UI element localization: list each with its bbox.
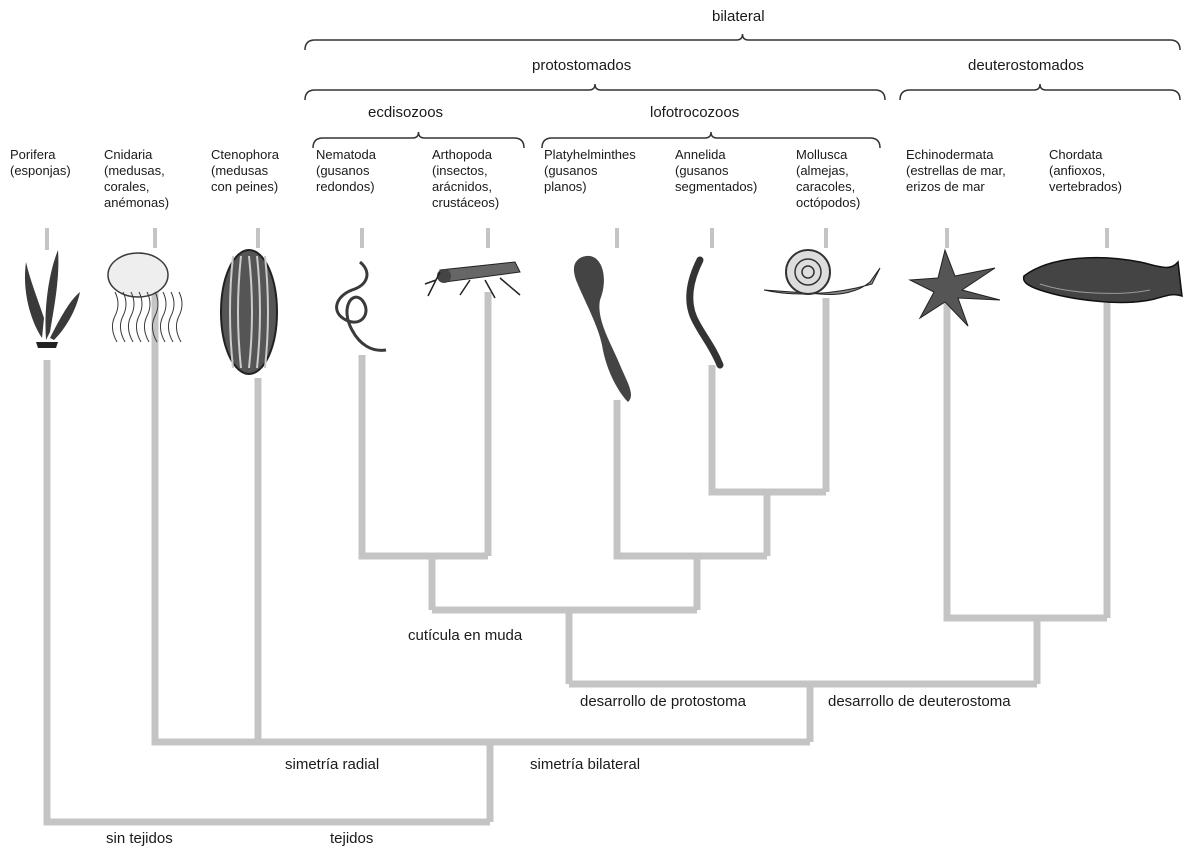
trait-label-deuterostoma: desarrollo de deuterostoma xyxy=(828,693,1011,710)
flatworm-icon xyxy=(574,256,631,402)
taxon-name: Ctenophora xyxy=(211,147,279,162)
taxon-name: Echinodermata xyxy=(906,147,993,162)
earthworm-icon xyxy=(690,260,720,365)
bracket-lofotrocozoos xyxy=(542,132,880,148)
branch-nematoda xyxy=(362,355,488,556)
branch-platyhelminthes xyxy=(617,400,767,556)
taxon-label-platyhelminthes: Platyhelminthes(gusanos planos) xyxy=(544,147,636,195)
jellyfish-tentacle xyxy=(168,292,174,342)
taxon-label-mollusca: Mollusca(almejas, caracoles, octópodos) xyxy=(796,147,860,211)
starfish-body xyxy=(910,250,1000,326)
taxon-common-name: (gusanos redondos) xyxy=(316,163,375,194)
jellyfish-tentacle xyxy=(112,292,118,342)
jellyfish-tentacle xyxy=(176,292,182,342)
taxon-common-name: (estrellas de mar, erizos de mar xyxy=(906,163,1006,194)
taxon-name: Chordata xyxy=(1049,147,1102,162)
taxon-common-name: (esponjas) xyxy=(10,163,71,178)
taxon-common-name: (gusanos planos) xyxy=(544,163,597,194)
taxon-label-ctenophora: Ctenophora(medusas con peines) xyxy=(211,147,279,195)
jellyfish-tentacle xyxy=(128,292,134,342)
bracket-protostomados xyxy=(305,84,885,100)
sponge-tube xyxy=(25,262,44,338)
jellyfish-tentacle xyxy=(136,292,142,342)
whale-icon xyxy=(1024,258,1182,303)
taxon-name: Cnidaria xyxy=(104,147,152,162)
grasshopper-head xyxy=(437,269,451,283)
taxon-common-name: (medusas con peines) xyxy=(211,163,278,194)
branch-porifera xyxy=(47,360,490,822)
group-label-bilateral: bilateral xyxy=(712,8,765,25)
group-label-ecdisozoos: ecdisozoos xyxy=(368,104,443,121)
group-label-deuterostomados: deuterostomados xyxy=(968,57,1084,74)
taxon-name: Mollusca xyxy=(796,147,847,162)
trait-label-radial: simetría radial xyxy=(285,756,379,773)
jellyfish-tentacle xyxy=(144,292,150,342)
group-label-protostomados: protostomados xyxy=(532,57,631,74)
earthworm-body xyxy=(690,260,720,365)
roundworm-icon xyxy=(337,262,386,350)
taxon-label-chordata: Chordata(anfioxos, vertebrados) xyxy=(1049,147,1122,195)
sponge-icon xyxy=(25,250,80,348)
taxon-label-nematoda: Nematoda(gusanos redondos) xyxy=(316,147,376,195)
taxon-name: Annelida xyxy=(675,147,726,162)
organism-illustrations xyxy=(25,250,1182,402)
trait-label-sin-tejidos: sin tejidos xyxy=(106,830,173,847)
jellyfish-tentacle xyxy=(120,292,126,342)
trait-label-tejidos: tejidos xyxy=(330,830,373,847)
group-label-lofotrocozoos: lofotrocozoos xyxy=(650,104,739,121)
trait-label-cuticula: cutícula en muda xyxy=(408,627,522,644)
bracket-ecdisozoos xyxy=(313,132,524,148)
snail-shell xyxy=(786,250,830,294)
jellyfish-bell xyxy=(108,253,168,297)
tree-branches xyxy=(47,228,1107,822)
taxon-label-echinodermata: Echinodermata(estrellas de mar, erizos d… xyxy=(906,147,1006,195)
whale-body xyxy=(1024,258,1182,303)
bracket-deuterostomados xyxy=(900,84,1180,100)
taxon-name: Porifera xyxy=(10,147,56,162)
taxon-label-annelida: Annelida(gusanos segmentados) xyxy=(675,147,757,195)
taxon-common-name: (insectos, arácnidos, crustáceos) xyxy=(432,163,499,210)
branch-annelida xyxy=(712,365,826,492)
taxon-common-name: (anfioxos, vertebrados) xyxy=(1049,163,1122,194)
roundworm-body xyxy=(337,262,386,350)
jellyfish-icon xyxy=(108,253,182,342)
taxon-name: Arthopoda xyxy=(432,147,492,162)
snail-icon xyxy=(764,250,880,295)
taxon-label-porifera: Porifera(esponjas) xyxy=(10,147,71,179)
grasshopper-icon xyxy=(425,262,520,298)
taxon-name: Platyhelminthes xyxy=(544,147,636,162)
group-brackets xyxy=(305,34,1180,148)
bracket-bilateral xyxy=(305,34,1180,50)
sponge-base xyxy=(36,342,58,348)
trait-label-bilateral: simetría bilateral xyxy=(530,756,640,773)
taxon-common-name: (medusas, corales, anémonas) xyxy=(104,163,169,210)
grasshopper-body xyxy=(440,262,520,282)
comb-jelly-icon xyxy=(221,250,277,374)
taxon-common-name: (almejas, caracoles, octópodos) xyxy=(796,163,860,210)
taxon-common-name: (gusanos segmentados) xyxy=(675,163,757,194)
taxon-name: Nematoda xyxy=(316,147,376,162)
starfish-icon xyxy=(910,250,1000,326)
flatworm-body xyxy=(574,256,631,402)
taxon-label-cnidaria: Cnidaria(medusas, corales, anémonas) xyxy=(104,147,169,211)
taxon-label-arthropoda: Arthopoda(insectos, arácnidos, crustáceo… xyxy=(432,147,499,211)
branch-echinodermata xyxy=(947,300,1107,618)
trait-label-protostoma: desarrollo de protostoma xyxy=(580,693,746,710)
jellyfish-tentacle xyxy=(160,292,166,342)
